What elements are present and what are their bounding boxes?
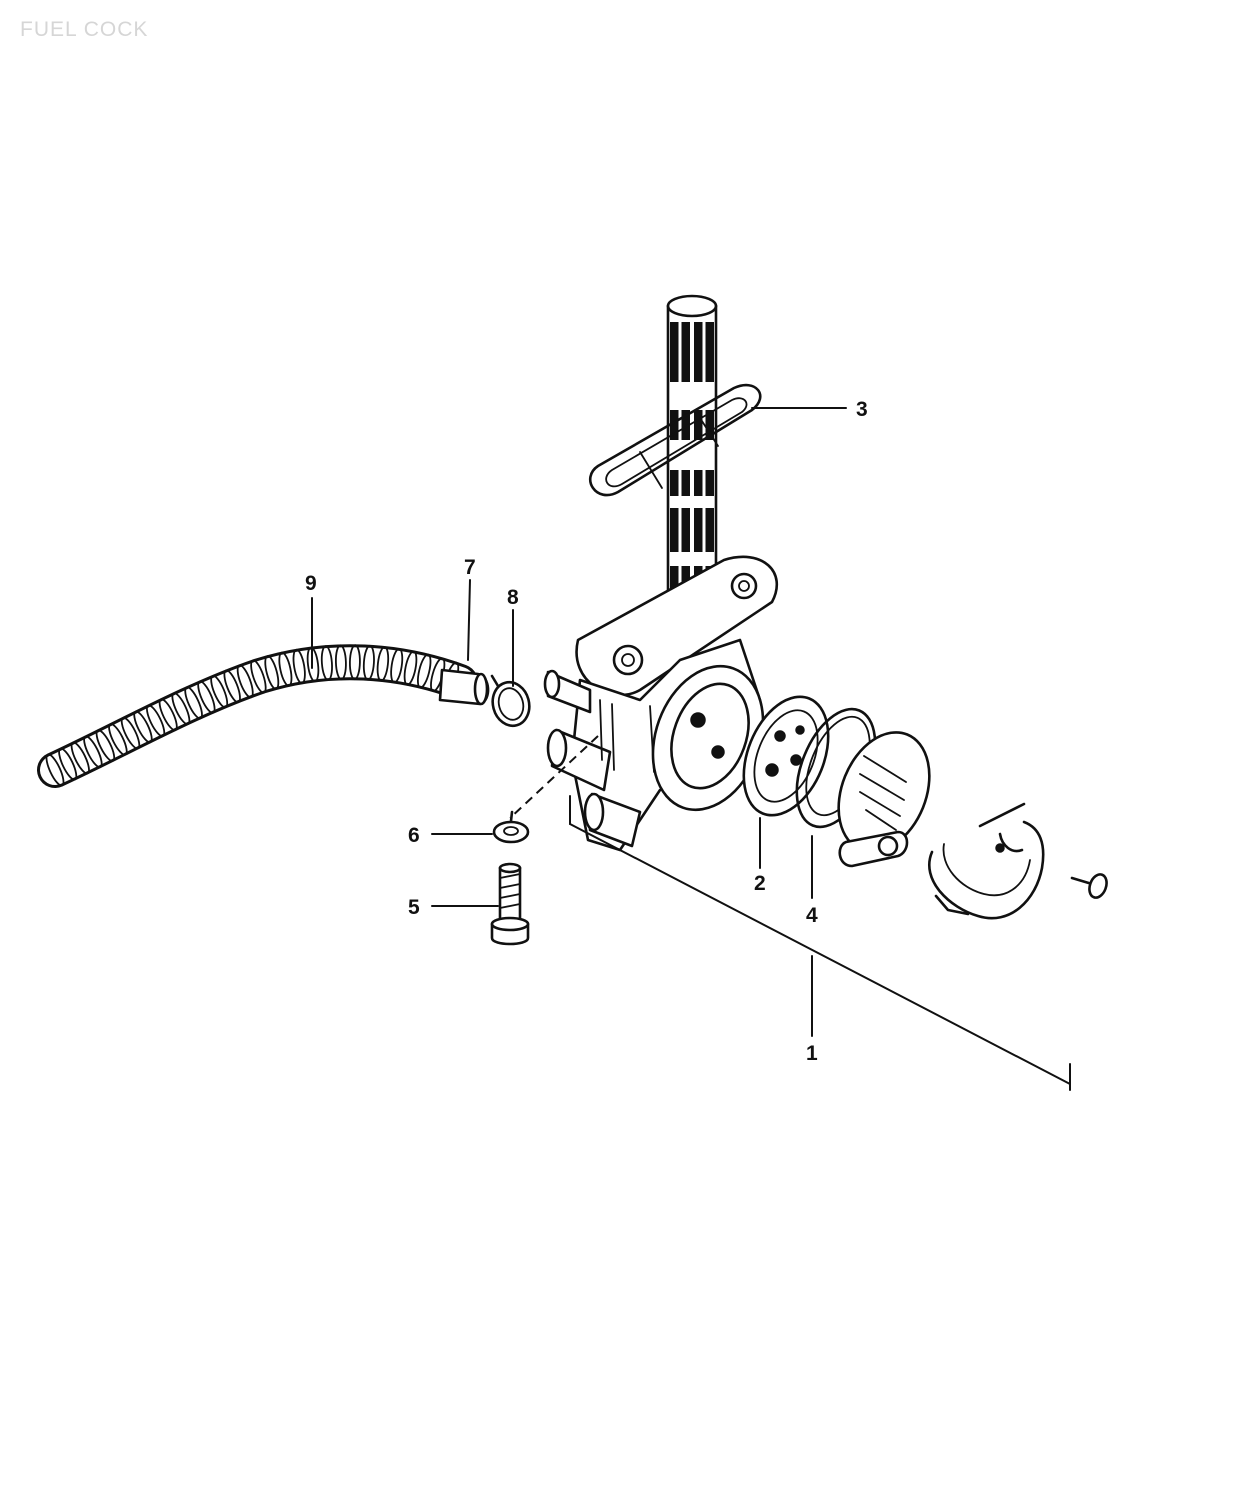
- callout-5: 5: [408, 896, 420, 919]
- hose-rib: [83, 735, 103, 769]
- hose-rib: [348, 644, 361, 681]
- hose-rib: [390, 647, 404, 684]
- part-6-washer: [492, 820, 530, 844]
- hose-rib: [146, 704, 166, 738]
- callout-7: 7: [464, 556, 476, 579]
- hose-rib: [210, 674, 229, 709]
- hose-rib: [120, 716, 141, 750]
- hose-rib: [403, 650, 418, 686]
- hose-rib: [320, 645, 333, 681]
- hose-rib: [58, 747, 78, 781]
- callout-8: 8: [507, 586, 519, 609]
- hose-rib: [278, 651, 293, 687]
- selector-lever-knob: [837, 731, 931, 868]
- part-8-hose-clip: [490, 674, 531, 728]
- hose-rib: [184, 686, 203, 720]
- hose-rib: [306, 646, 320, 683]
- callout-2: 2: [754, 872, 766, 895]
- hose-rib: [376, 646, 390, 682]
- hose-rib: [250, 659, 267, 694]
- leader-lines: [311, 407, 847, 907]
- hose-rib: [95, 729, 116, 762]
- hose-rib: [223, 669, 241, 704]
- hose-rib: [158, 698, 178, 732]
- part-7-hose-end: [438, 668, 490, 706]
- assembly-bracket-part-1: [569, 795, 1071, 1091]
- hose-rib: [45, 753, 65, 787]
- callout-4: 4: [806, 904, 818, 927]
- assembly-axis-line: [509, 735, 599, 819]
- part-9-fuel-hose: [37, 644, 478, 788]
- hose-rib: [70, 741, 90, 775]
- hose-rib: [334, 644, 347, 681]
- lever-cover-plate: [928, 802, 1045, 920]
- hose-rib: [197, 680, 216, 714]
- callout-6: 6: [408, 824, 420, 847]
- part-5-bolt: [490, 862, 530, 946]
- hose-rib: [108, 723, 128, 756]
- part-3-tank-gasket: [589, 383, 762, 497]
- callout-3: 3: [856, 398, 868, 421]
- hose-rib: [292, 648, 306, 685]
- hose-rib: [133, 710, 153, 744]
- part-3-fuel-strainer-tube: [666, 294, 718, 622]
- hose-rib: [416, 653, 432, 689]
- hose-rib: [362, 644, 375, 681]
- leader-7: [467, 579, 471, 661]
- callout-1: 1: [806, 1042, 818, 1065]
- cover-screw: [1070, 873, 1108, 899]
- hose-rib: [264, 655, 280, 690]
- hose-rib: [171, 692, 191, 726]
- callout-9: 9: [305, 572, 317, 595]
- part-1-valve-body: [543, 555, 779, 852]
- hose-rib: [236, 664, 254, 699]
- diagram-watermark-title: FUEL COCK: [20, 18, 148, 41]
